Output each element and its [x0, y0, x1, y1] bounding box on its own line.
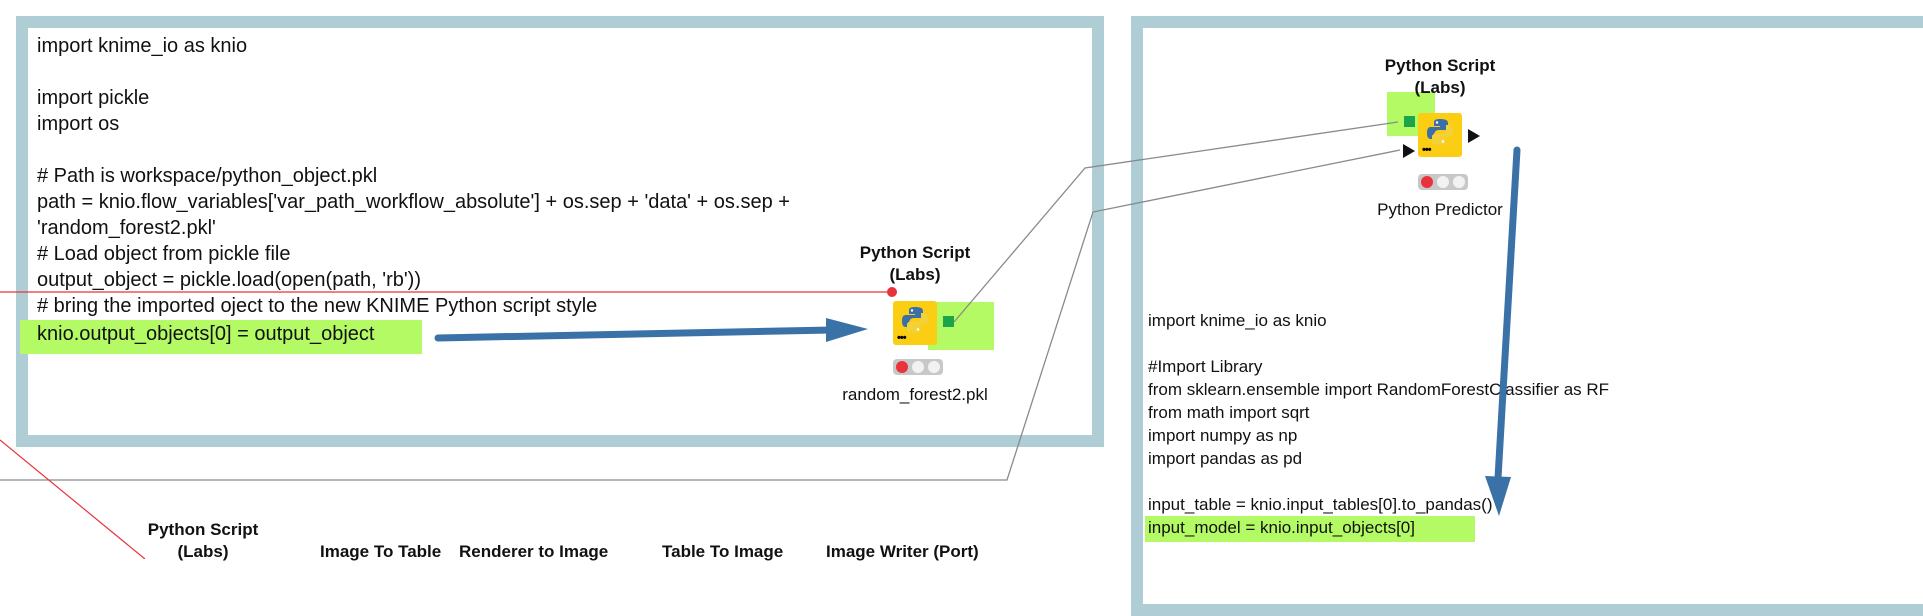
node-title: Python Script (Labs)	[859, 243, 971, 284]
code-line: from math import sqrt	[1148, 403, 1310, 422]
table-connection[interactable]	[0, 149, 1401, 481]
node-title: Python Script (Labs)	[1384, 56, 1496, 97]
code-line: import knime_io as knio	[37, 35, 248, 57]
node-title: Image Writer (Port)	[826, 542, 979, 561]
annotation-arrow-head	[1485, 476, 1511, 516]
node-label: random_forest2.pkl	[842, 385, 988, 404]
code-line: import pandas as pd	[1148, 449, 1303, 468]
node-status-indicator	[893, 359, 943, 375]
code-line: #Import Library	[1148, 357, 1263, 376]
node-title: Python Script (Labs)	[147, 520, 259, 561]
code-line: from sklearn.ensemble import RandomFores…	[1148, 380, 1610, 399]
code-line: import knime_io as knio	[1148, 311, 1327, 330]
python-script-node[interactable]: •••	[893, 301, 937, 345]
python-logo-icon	[902, 307, 928, 333]
python-logo-icon	[1427, 119, 1453, 145]
code-line: # bring the imported oject to the new KN…	[37, 295, 598, 317]
output-line-highlight	[20, 320, 422, 354]
node-title: Renderer to Image	[459, 542, 609, 561]
left-annotation-frame	[16, 16, 1104, 447]
node-title: Image To Table	[320, 542, 442, 561]
code-line: import os	[37, 113, 120, 135]
code-line: input_table = knio.input_tables[0].to_pa…	[1148, 495, 1493, 514]
node-status-indicator	[1418, 174, 1468, 190]
annotation-arrow	[434, 326, 836, 342]
annotation-arrow	[1494, 146, 1521, 482]
node-menu-dots: •••	[1422, 144, 1432, 156]
object-connection[interactable]	[953, 121, 1399, 323]
right-annotation-frame	[1131, 16, 1923, 616]
output-port[interactable]	[943, 316, 954, 327]
node-label: Python Predictor	[1377, 200, 1503, 219]
node-title: Table To Image	[662, 542, 784, 561]
table-input-port[interactable]	[1403, 144, 1415, 158]
code-line: input_model = knio.input_objects[0]	[1148, 518, 1415, 537]
python-script-node[interactable]: •••	[1418, 113, 1462, 157]
annotation-arrow-head	[826, 318, 868, 342]
node-menu-dots: •••	[897, 332, 907, 344]
output-port-highlight	[928, 302, 994, 350]
code-line: # Load object from pickle file	[37, 243, 291, 265]
code-line: path = knio.flow_variables['var_path_wor…	[37, 191, 790, 213]
code-line: import pickle	[37, 87, 150, 109]
input-port[interactable]	[1404, 116, 1415, 127]
code-line: # Path is workspace/python_object.pkl	[37, 165, 378, 187]
code-line: output_object = pickle.load(open(path, '…	[37, 269, 421, 291]
code-line: 'random_forest2.pkl'	[37, 217, 216, 239]
flow-variable-port[interactable]	[887, 287, 897, 297]
input-model-line-highlight	[1145, 516, 1475, 542]
workflow-connections	[0, 121, 1521, 559]
table-output-port[interactable]	[1468, 129, 1480, 143]
code-line: import numpy as np	[1148, 426, 1298, 445]
code-line: knio.output_objects[0] = output_object	[37, 323, 375, 345]
flow-variable-connection[interactable]	[0, 439, 146, 559]
